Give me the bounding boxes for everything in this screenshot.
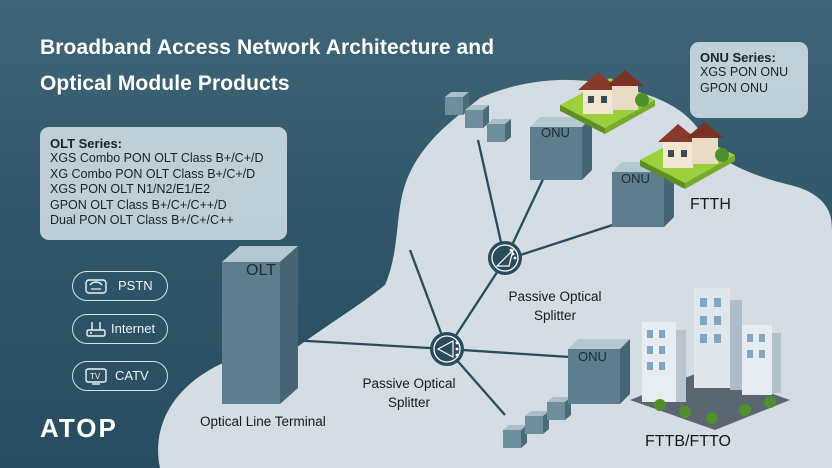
link-olt-splitter — [289, 338, 448, 351]
splitter-upper-label: Passive Optical Splitter — [495, 287, 615, 325]
olt-series-item: Dual PON OLT Class B+/C+/C++ — [50, 213, 234, 227]
splitter-lower-line2: Splitter — [387, 395, 431, 410]
fttb-ftto-label: FTTB/FTTO — [645, 433, 731, 450]
splitter-upper-icon — [488, 241, 522, 275]
onu-series-item: GPON ONU — [700, 80, 769, 95]
ftth-label: FTTH — [690, 196, 731, 213]
tv-icon: TV — [85, 367, 107, 388]
network-cloud-left — [158, 348, 360, 468]
olt-series-heading: OLT Series: — [50, 136, 123, 151]
city-buildings-image — [630, 288, 790, 430]
onu-series-item: XGS PON ONU — [700, 65, 789, 79]
link-splitter-splitter — [446, 259, 506, 350]
service-label: Internet — [111, 321, 156, 336]
link-splitter-onu2 — [504, 218, 629, 262]
onu-label: ONU — [578, 349, 607, 364]
service-internet: Internet — [72, 314, 168, 344]
splitter-upper-line2: Splitter — [533, 308, 577, 323]
splitter-upper-line1: Passive Optical — [508, 289, 602, 304]
olt-series-item: XG Combo PON OLT Class B+/C+/D — [50, 166, 256, 181]
service-pstn: PSTN — [72, 271, 168, 301]
olt-box-label: OLT — [246, 262, 276, 279]
link-splitter-up — [408, 249, 449, 350]
house-upper-image — [560, 70, 655, 134]
title-line-1: Broadband Access Network Architecture an… — [40, 36, 495, 59]
onu-label: ONU — [621, 171, 650, 186]
splitter-lower-line1: Passive Optical — [362, 376, 456, 391]
onu-series-panel: ONU Series: XGS PON ONU GPON ONU — [690, 42, 808, 118]
link-splitter-top-cubes — [476, 139, 507, 261]
olt-series-item: XGS PON OLT N1/N2/E1/E2 — [50, 182, 211, 196]
link-splitter-onu3 — [446, 347, 586, 360]
router-icon — [85, 320, 107, 341]
small-cubes-bottom — [503, 397, 571, 448]
atop-logo: ATOP — [40, 413, 118, 443]
olt-series-panel: OLT Series: XGS Combo PON OLT Class B+/C… — [40, 127, 287, 240]
small-cubes-top — [445, 92, 511, 142]
onu-series-heading: ONU Series: — [700, 50, 776, 65]
olt-series-item: XGS Combo PON OLT Class B+/C+/D — [50, 151, 264, 165]
splitter-lower-icon — [430, 332, 464, 366]
house-lower-image — [640, 122, 735, 189]
onu-cube-3 — [568, 339, 630, 404]
title-line-2: Optical Module Products — [40, 72, 290, 95]
olt-caption: Optical Line Terminal — [200, 414, 326, 429]
splitter-lower-label: Passive Optical Splitter — [349, 374, 469, 412]
service-label: PSTN — [118, 278, 153, 293]
onu-cube-1 — [530, 117, 592, 180]
page-title: Broadband Access Network Architecture an… — [40, 30, 494, 102]
olt-tower — [222, 246, 298, 404]
service-label: CATV — [115, 368, 149, 383]
phone-icon — [85, 277, 107, 298]
onu-label: ONU — [541, 125, 570, 140]
olt-series-item: GPON OLT Class B+/C+/C++/D — [50, 197, 227, 212]
svg-text:TV: TV — [90, 372, 101, 381]
service-catv: TV CATV — [72, 361, 168, 391]
